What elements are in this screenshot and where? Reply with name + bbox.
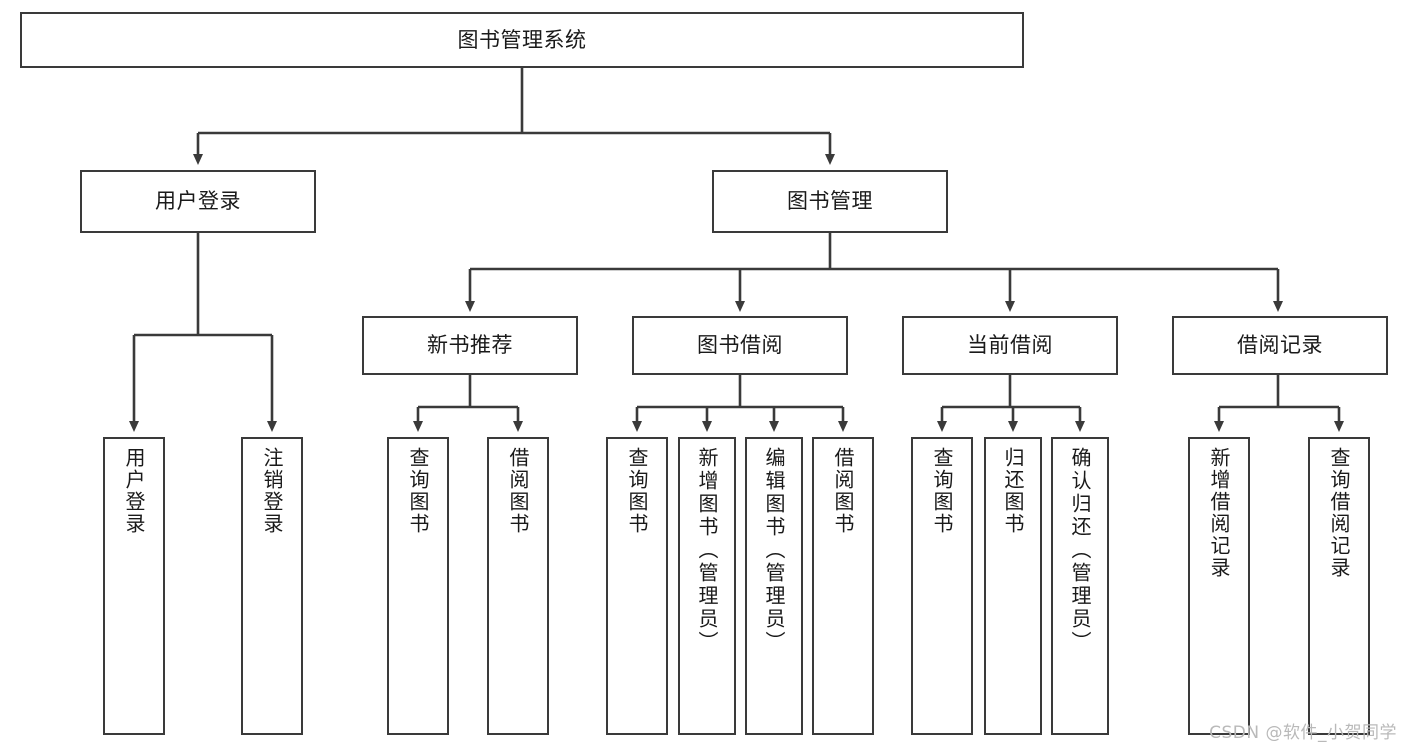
node-label: 新增借阅记录 <box>1207 447 1231 579</box>
node-label: 编辑图书（管理员） <box>762 447 786 654</box>
leaf-add-borrow-record[interactable]: 新增借阅记录 <box>1188 437 1250 735</box>
leaf-query-book-borrow[interactable]: 查询图书 <box>606 437 668 735</box>
leaf-query-book-recommend[interactable]: 查询图书 <box>387 437 449 735</box>
node-label: 图书管理 <box>787 189 873 214</box>
node-label: 查询借阅记录 <box>1327 447 1351 579</box>
node-label: 当前借阅 <box>967 333 1053 358</box>
node-label: 查询图书 <box>406 447 430 535</box>
leaf-confirm-return-admin[interactable]: 确认归还（管理员） <box>1051 437 1109 735</box>
node-label: 查询图书 <box>625 447 649 535</box>
node-book-borrow[interactable]: 图书借阅 <box>632 316 848 375</box>
leaf-return-book[interactable]: 归还图书 <box>984 437 1042 735</box>
node-root-system[interactable]: 图书管理系统 <box>20 12 1024 68</box>
leaf-borrow-book[interactable]: 借阅图书 <box>812 437 874 735</box>
node-book-management[interactable]: 图书管理 <box>712 170 948 233</box>
node-new-book-recommend[interactable]: 新书推荐 <box>362 316 578 375</box>
node-label: 图书管理系统 <box>457 27 587 52</box>
leaf-query-borrow-record[interactable]: 查询借阅记录 <box>1308 437 1370 735</box>
node-label: 图书借阅 <box>697 333 783 358</box>
node-label: 注销登录 <box>260 447 284 535</box>
node-user-login[interactable]: 用户登录 <box>80 170 316 233</box>
watermark: CSDN @软件_小贺同学 <box>1209 723 1397 743</box>
node-label: 借阅记录 <box>1237 333 1323 358</box>
leaf-borrow-book-recommend[interactable]: 借阅图书 <box>487 437 549 735</box>
leaf-add-book-admin[interactable]: 新增图书（管理员） <box>678 437 736 735</box>
leaf-edit-book-admin[interactable]: 编辑图书（管理员） <box>745 437 803 735</box>
node-current-borrow[interactable]: 当前借阅 <box>902 316 1118 375</box>
node-borrow-record[interactable]: 借阅记录 <box>1172 316 1388 375</box>
node-label: 新书推荐 <box>427 333 513 358</box>
node-label: 查询图书 <box>930 447 954 535</box>
node-label: 借阅图书 <box>506 447 530 535</box>
node-label: 确认归还（管理员） <box>1068 447 1092 654</box>
leaf-query-book-current[interactable]: 查询图书 <box>911 437 973 735</box>
node-label: 用户登录 <box>155 189 241 214</box>
node-label: 归还图书 <box>1001 447 1025 535</box>
node-label: 借阅图书 <box>831 447 855 535</box>
node-label: 用户登录 <box>122 447 146 535</box>
node-label: 新增图书（管理员） <box>695 447 719 654</box>
leaf-user-login[interactable]: 用户登录 <box>103 437 165 735</box>
leaf-user-logout[interactable]: 注销登录 <box>241 437 303 735</box>
